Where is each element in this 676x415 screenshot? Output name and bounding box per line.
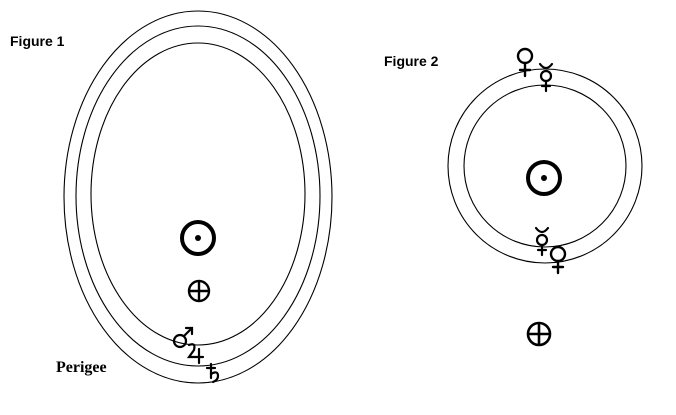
- orbit-inner: [90, 42, 306, 346]
- orbit-middle: [75, 25, 321, 367]
- orbit-inner: [463, 84, 627, 248]
- saturn-icon: [205, 362, 220, 384]
- venus-icon: [549, 245, 567, 275]
- earth-icon: [526, 321, 552, 347]
- sun-icon: [180, 220, 216, 256]
- mercury-icon: [534, 226, 550, 257]
- figure-1: Figure 1: [10, 10, 333, 384]
- jupiter-icon: [186, 343, 205, 365]
- mars-icon: [172, 326, 194, 349]
- mercury-icon: [538, 62, 554, 93]
- orbit-outer: [447, 68, 643, 264]
- perigee-label: Perigee: [56, 359, 107, 376]
- figure-1-title: Figure 1: [10, 33, 65, 49]
- earth-icon: [187, 279, 211, 303]
- orbit-outer: [63, 10, 333, 384]
- figure-2-title: Figure 2: [384, 53, 439, 69]
- venus-icon: [516, 47, 534, 78]
- sun-icon: [526, 160, 562, 196]
- figure-2: Figure 2: [384, 47, 643, 347]
